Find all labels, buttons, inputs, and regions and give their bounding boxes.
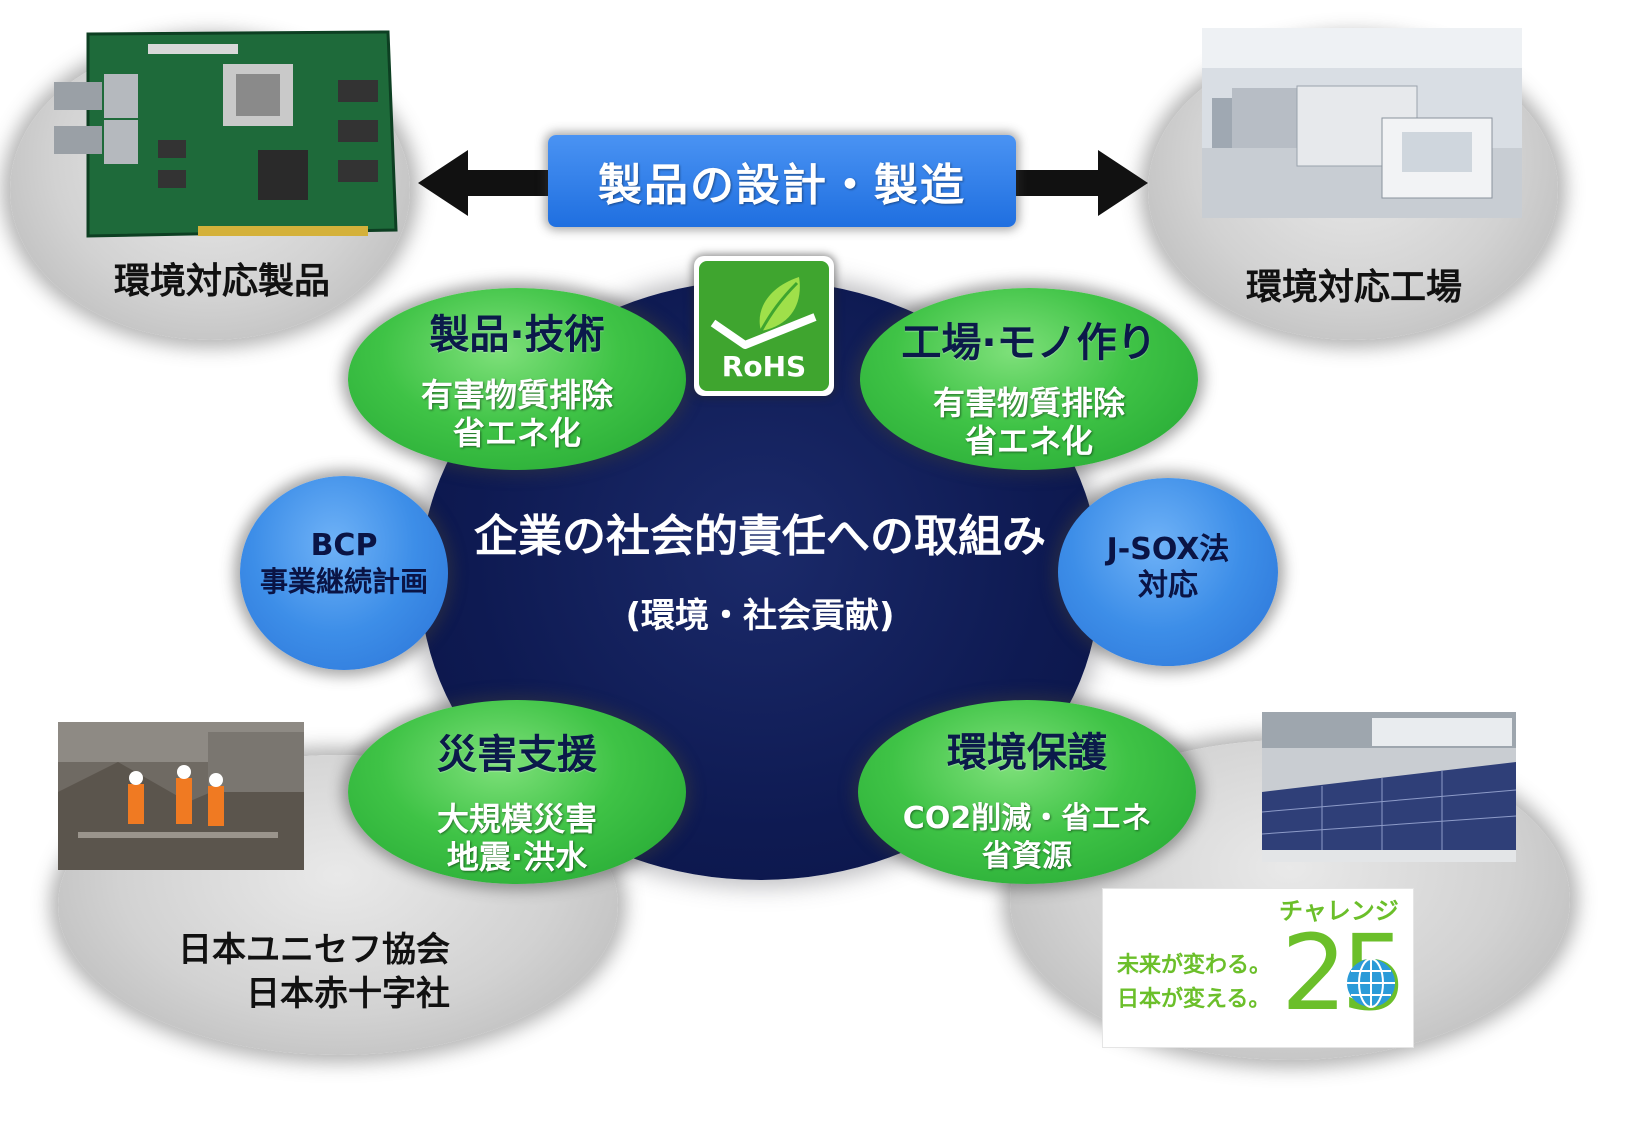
- jsox-bubble: J-SOX法 対応: [1058, 478, 1278, 666]
- jsox-line2: 対応: [1138, 568, 1198, 603]
- disaster-title: 災害支援: [437, 732, 597, 778]
- bcp-line1: BCP: [310, 528, 378, 563]
- challenge25-logo: チャレンジ 未来が変わる。 日本が変える。 25: [1102, 888, 1414, 1048]
- bcp-line2: 事業継続計画: [259, 565, 428, 598]
- factory-bubble: 工場·モノ作り 有害物質排除 省エネ化: [860, 288, 1198, 470]
- environment-line1: CO2削減・省エネ: [902, 801, 1152, 836]
- right-arrow-icon: [1008, 150, 1148, 216]
- factory-image: [1202, 28, 1522, 218]
- disaster-bubble: 災害支援 大規模災害 地震·洪水: [348, 700, 686, 884]
- jsox-line1: J-SOX法: [1106, 532, 1230, 567]
- top-right-label: 環境対応工場: [1245, 267, 1462, 308]
- product-tech-line1: 有害物質排除: [420, 376, 613, 414]
- product-tech-bubble: 製品·技術 有害物質排除 省エネ化: [348, 288, 686, 470]
- product-tech-line2: 省エネ化: [452, 414, 581, 452]
- product-tech-title: 製品·技術: [429, 312, 605, 358]
- center-subtitle: (環境・社会貢献): [625, 596, 895, 636]
- factory-line1: 有害物質排除: [932, 384, 1125, 422]
- factory-line2: 省エネ化: [964, 422, 1093, 460]
- globe-icon: [1347, 958, 1395, 1008]
- rohs-logo: RoHS: [694, 256, 834, 396]
- leaf-icon: [710, 277, 817, 349]
- circuit-board-image: [48, 30, 408, 240]
- environment-bubble: 環境保護 CO2削減・省エネ 省資源: [858, 700, 1196, 884]
- design-manufacturing-banner: 製品の設計・製造: [548, 135, 1016, 227]
- top-left-label: 環境対応製品: [113, 261, 330, 302]
- environment-title: 環境保護: [947, 730, 1107, 776]
- solar-panel-image: [1262, 712, 1516, 862]
- challenge-line1: 未来が変わる。: [1117, 953, 1272, 978]
- challenge-line2: 日本が変える。: [1117, 987, 1271, 1012]
- factory-title: 工場·モノ作り: [901, 320, 1157, 366]
- challenge-title: チャレンジ: [1279, 897, 1399, 925]
- disaster-line2: 地震·洪水: [446, 838, 588, 876]
- bcp-bubble: BCP 事業継続計画: [240, 476, 448, 670]
- center-title: 企業の社会的責任への取組み: [474, 511, 1046, 562]
- disaster-line1: 大規模災害: [436, 800, 597, 838]
- rohs-label: RoHS: [721, 350, 807, 383]
- bottom-left-line1: 日本ユニセフ協会: [178, 930, 450, 970]
- environment-line2: 省資源: [982, 839, 1072, 874]
- banner-title: 製品の設計・製造: [598, 160, 966, 211]
- left-arrow-icon: [418, 150, 558, 216]
- disaster-rescue-image: [58, 722, 304, 870]
- bottom-left-line2: 日本赤十字社: [246, 974, 450, 1014]
